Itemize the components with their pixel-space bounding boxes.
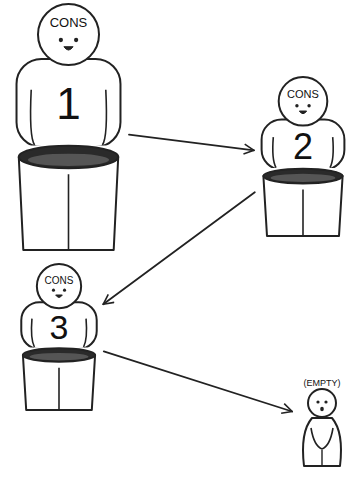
cons-label: CONS: [45, 275, 74, 286]
eye: [63, 289, 66, 292]
arms: [311, 428, 333, 449]
text-holder: (EMPTY): [296, 372, 348, 390]
text-holder: CONS: [18, 270, 100, 288]
pants-opening: [19, 146, 118, 169]
pants-seam: [68, 174, 70, 250]
arm: [84, 319, 87, 347]
head: [38, 4, 99, 65]
eye: [74, 38, 78, 42]
smile: [299, 111, 306, 114]
cons-label: CONS: [50, 15, 88, 30]
smile: [64, 47, 73, 50]
text-holder: CONS: [258, 84, 348, 102]
pants-inside: [271, 174, 336, 182]
text-holder: 1: [12, 80, 125, 128]
cell-value: 3: [50, 308, 69, 346]
cons-cell-figure: CONS 1: [12, 2, 125, 252]
head: [279, 77, 328, 126]
pants-opening: [23, 348, 95, 362]
arm: [273, 137, 276, 167]
torso: [21, 302, 96, 349]
pants-inside: [28, 154, 109, 166]
cons-cell-figure: CONS 2: [258, 75, 348, 238]
eye: [52, 289, 55, 292]
text-holder: 3: [18, 309, 100, 346]
pants-opening: [263, 169, 342, 184]
eye: [59, 38, 63, 42]
head: [308, 389, 336, 417]
arm: [31, 90, 35, 145]
eye: [295, 104, 298, 107]
text-holder: CONS: [12, 13, 125, 31]
eye: [324, 400, 327, 403]
body: [303, 418, 341, 466]
pointer-arrow: [103, 192, 255, 304]
pants: [19, 157, 118, 250]
pointer-arrow: [104, 351, 292, 411]
arm: [31, 319, 34, 347]
text-holder: 2: [258, 127, 348, 167]
mouth: [320, 407, 324, 411]
empty-label: (EMPTY): [304, 378, 341, 388]
smile: [56, 295, 63, 297]
eye: [316, 400, 319, 403]
arm: [330, 137, 333, 167]
pants-seam: [302, 189, 304, 236]
pointer-arrow: [129, 135, 254, 151]
cons-label: CONS: [287, 88, 319, 100]
pants: [23, 355, 95, 410]
torso: [262, 120, 345, 170]
head: [37, 264, 81, 308]
eye: [307, 104, 310, 107]
pants: [263, 176, 342, 236]
empty-figure: (EMPTY): [296, 372, 348, 470]
arm: [102, 90, 106, 145]
cell-value: 2: [293, 126, 313, 167]
pants-inside: [29, 353, 88, 360]
torso: [17, 59, 121, 147]
pants-seam: [58, 368, 60, 410]
leg-line: [321, 450, 322, 466]
cell-value: 1: [56, 79, 80, 128]
cons-cell-figure: CONS 3: [18, 262, 100, 412]
